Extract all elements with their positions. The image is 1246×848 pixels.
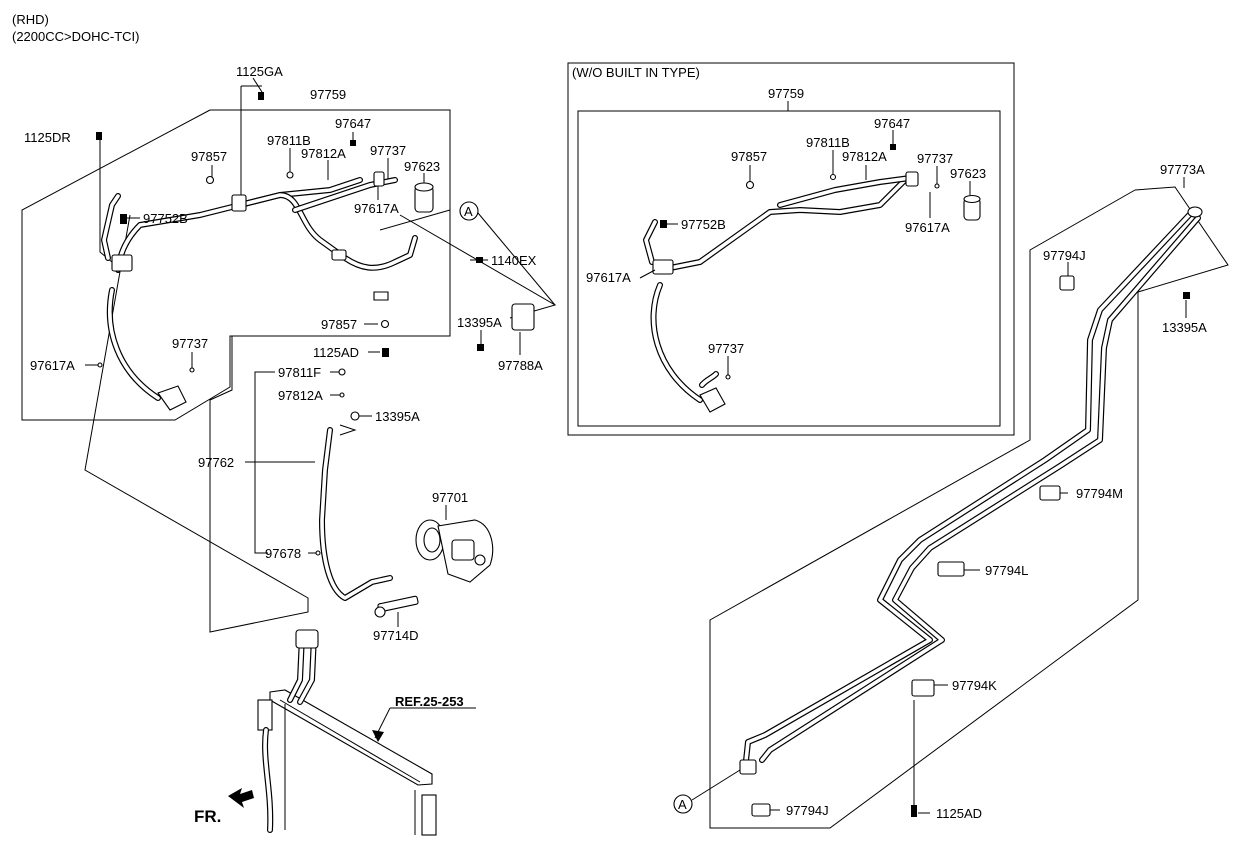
condenser bbox=[257, 689, 437, 836]
label-13395A-mid: 13395A bbox=[457, 315, 502, 330]
inset-label-97811B: 97811B bbox=[806, 135, 850, 150]
label-1125AD-mid: 1125AD bbox=[313, 345, 359, 360]
label-97811F: 97811F bbox=[278, 365, 321, 380]
label-97737-top: 97737 bbox=[370, 143, 406, 158]
inset-label-97737-low: 97737 bbox=[708, 341, 744, 356]
compressor-97701 bbox=[415, 519, 494, 583]
label-97617A-left: 97617A bbox=[30, 358, 75, 373]
label-97812A-top: 97812A bbox=[301, 146, 346, 161]
clip-97794l bbox=[937, 561, 965, 577]
label-97762: 97762 bbox=[198, 455, 234, 470]
inset-leader-lines bbox=[639, 101, 971, 380]
hose-end-fitting bbox=[157, 385, 187, 411]
header-rhd: (RHD) bbox=[12, 12, 49, 27]
label-1140EX: 1140EX bbox=[491, 253, 537, 268]
pressure-switch-97788a bbox=[511, 303, 535, 331]
label-97737-low: 97737 bbox=[172, 336, 208, 351]
label-97759: 97759 bbox=[310, 87, 346, 102]
right-label-97794J-top: 97794J bbox=[1043, 248, 1086, 263]
fr-label: FR. bbox=[194, 807, 221, 826]
hose-assembly-right bbox=[742, 209, 1201, 773]
inset-label-97752B: 97752B bbox=[681, 217, 726, 232]
right-label-1125AD: 1125AD bbox=[936, 806, 982, 821]
right-label-97794K: 97794K bbox=[952, 678, 997, 693]
ref-label: REF.25-253 bbox=[395, 694, 464, 709]
label-1125GA: 1125GA bbox=[236, 64, 283, 79]
label-97857-low: 97857 bbox=[321, 317, 357, 332]
label-97812A-low: 97812A bbox=[278, 388, 323, 403]
inset-label-97759: 97759 bbox=[768, 86, 804, 101]
clip-97794k bbox=[911, 679, 935, 697]
label-13395A-low: 13395A bbox=[375, 409, 420, 424]
label-97647: 97647 bbox=[335, 116, 371, 131]
right-label-13395A: 13395A bbox=[1162, 320, 1207, 335]
callout-a-bottom bbox=[673, 794, 693, 814]
inset-hoses bbox=[643, 175, 913, 403]
label-1125DR: 1125DR bbox=[24, 130, 71, 145]
inset-label-97812A: 97812A bbox=[842, 149, 887, 164]
assembly-boundary-left bbox=[21, 109, 451, 421]
right-label-97794J-low: 97794J bbox=[786, 803, 829, 818]
inset-label-97617A-right: 97617A bbox=[905, 220, 950, 235]
front-arrow-icon bbox=[228, 788, 254, 808]
inset-inner-frame bbox=[577, 110, 1001, 427]
callout-a-top bbox=[459, 201, 479, 221]
clip-97794m bbox=[1039, 485, 1061, 501]
right-leader-lines bbox=[477, 177, 1190, 817]
label-97678: 97678 bbox=[265, 546, 301, 561]
inset-title: (W/O BUILT IN TYPE) bbox=[572, 65, 700, 80]
label-97623: 97623 bbox=[404, 159, 440, 174]
part-labels: 1125GA 97759 1125DR 97811B 97647 97857 9… bbox=[24, 64, 1207, 826]
label-97617A-mid: 97617A bbox=[354, 201, 399, 216]
inset-label-97857: 97857 bbox=[731, 149, 767, 164]
assembly-boundary-right bbox=[709, 186, 1229, 829]
label-97811B: 97811B bbox=[267, 133, 311, 148]
perspective-outline bbox=[84, 214, 309, 633]
callout-a-top-text: A bbox=[464, 204, 473, 219]
inset-label-97737-top: 97737 bbox=[917, 151, 953, 166]
label-97752B: 97752B bbox=[143, 211, 188, 226]
fasteners-left bbox=[96, 92, 484, 421]
clip-97794j-low bbox=[751, 803, 771, 817]
label-97788A: 97788A bbox=[498, 358, 543, 373]
inset-label-97623: 97623 bbox=[950, 166, 986, 181]
label-97714D: 97714D bbox=[373, 628, 419, 643]
callout-a-bottom-text: A bbox=[678, 797, 687, 812]
header-engine: (2200CC>DOHC-TCI) bbox=[12, 29, 140, 44]
clip-97794j-top bbox=[1059, 275, 1075, 291]
right-label-97794L: 97794L bbox=[985, 563, 1028, 578]
inset-frame bbox=[567, 62, 1015, 436]
label-97701: 97701 bbox=[432, 490, 468, 505]
right-label-97773A: 97773A bbox=[1160, 162, 1205, 177]
inset-label-97617A-left: 97617A bbox=[586, 270, 631, 285]
right-label-97794M: 97794M bbox=[1076, 486, 1123, 501]
inset-label-97647: 97647 bbox=[874, 116, 910, 131]
label-97857-top: 97857 bbox=[191, 149, 227, 164]
